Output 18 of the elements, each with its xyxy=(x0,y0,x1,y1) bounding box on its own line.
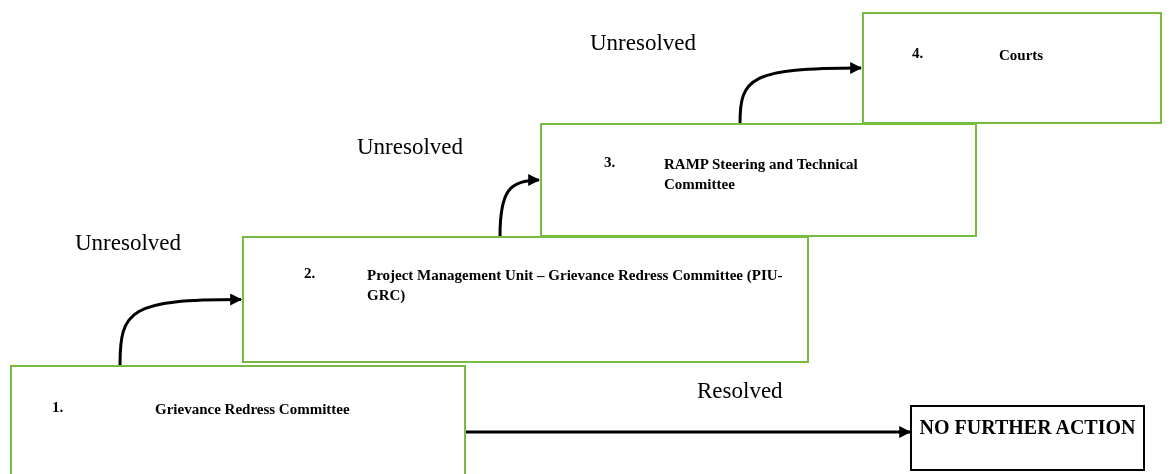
committee-box xyxy=(242,236,809,363)
outcome-text: NO FURTHER ACTION xyxy=(918,415,1137,440)
committee-name: Courts xyxy=(999,46,1045,65)
arrow xyxy=(498,174,541,237)
outcome-box xyxy=(910,405,1145,471)
committee-name: Grievance Redress Committee xyxy=(155,400,351,419)
committee-box xyxy=(862,12,1162,124)
committee-name: Project Management Unit – Grievance Redress Committee (PIU-GRC) xyxy=(367,266,784,305)
committee-box xyxy=(540,123,977,237)
step-number: 4. xyxy=(912,45,924,62)
arrow xyxy=(738,62,863,124)
committee-box xyxy=(10,365,466,474)
committee-name: RAMP Steering and Technical Committee xyxy=(664,155,859,194)
arrow xyxy=(118,293,243,366)
step-number: 1. xyxy=(52,399,64,416)
arrow xyxy=(466,426,912,438)
step-number: 2. xyxy=(304,265,316,282)
step-number: 3. xyxy=(604,154,616,171)
